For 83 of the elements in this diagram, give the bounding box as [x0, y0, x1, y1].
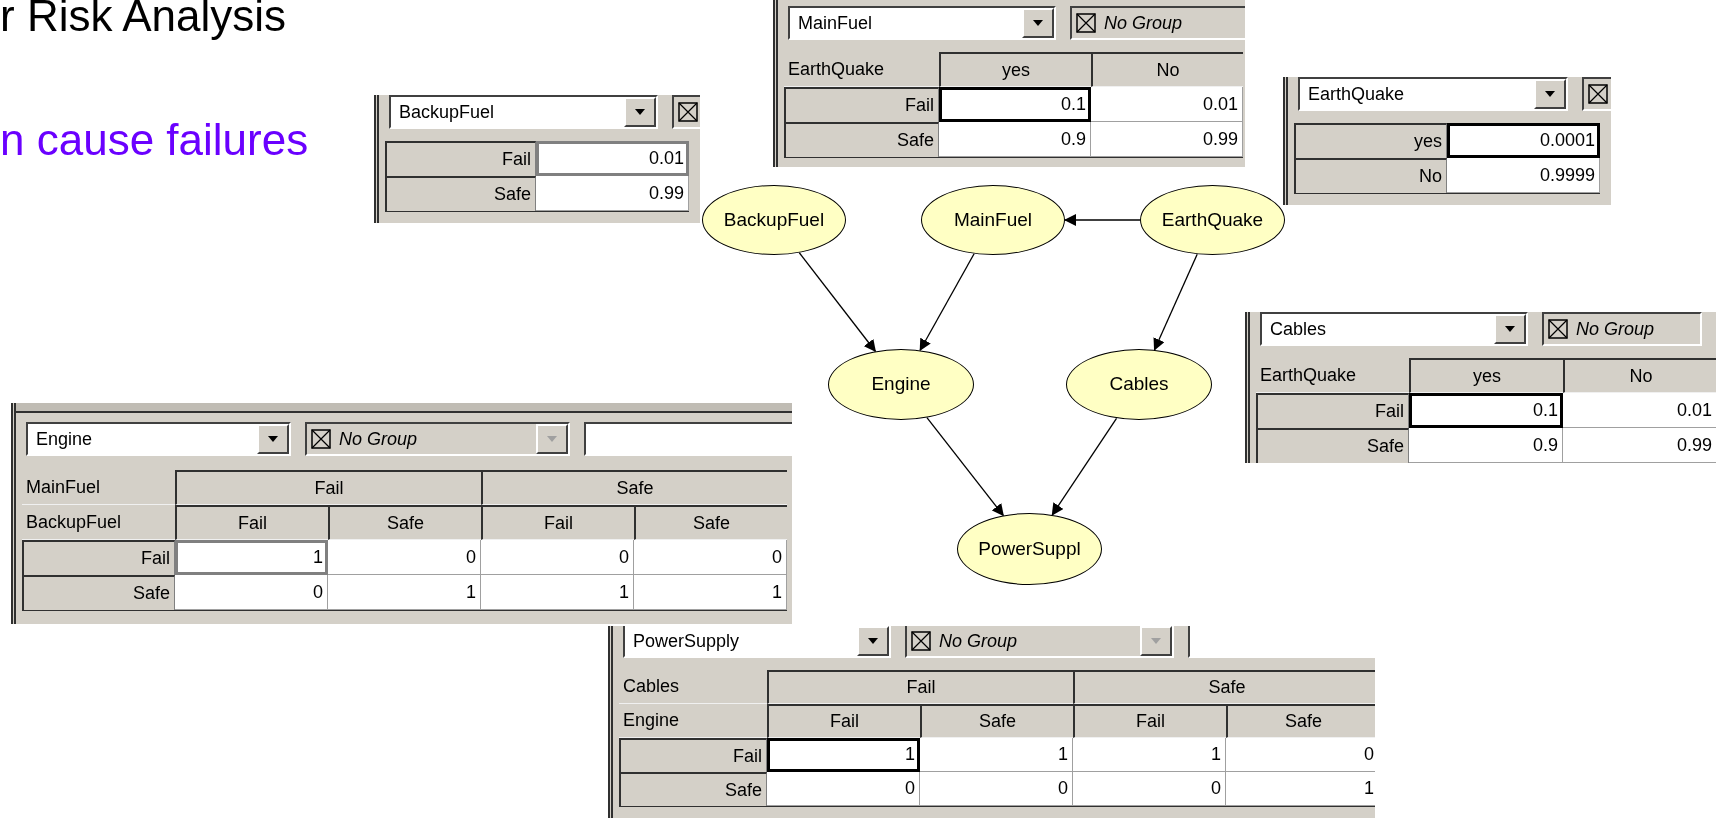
table-panel — [374, 95, 700, 223]
table-cell: 0.01 — [1563, 393, 1716, 428]
table-panel — [773, 0, 1245, 167]
group-dropdown: No Group — [905, 626, 1174, 658]
dropdown-field: PowerSupply — [623, 626, 891, 658]
column-header: yes — [939, 52, 1091, 87]
row-header: Fail — [784, 87, 939, 122]
dropdown-field: Cables — [1260, 312, 1528, 346]
table-panel — [608, 626, 1375, 818]
row-header: Safe — [22, 575, 175, 610]
table-cell: 0.9 — [939, 122, 1091, 157]
table-panel — [1245, 312, 1716, 463]
column-header: Safe — [634, 505, 787, 540]
table-cell: 1 — [1073, 738, 1226, 772]
row-header: Safe — [619, 772, 767, 806]
dropdown-field: EarthQuake — [1298, 77, 1568, 111]
table-cell: 0.1 — [939, 87, 1091, 122]
node-ellipse: BackupFuel — [702, 185, 846, 255]
column-header: Fail — [481, 505, 634, 540]
table-cell: 0 — [1226, 738, 1375, 772]
arrow — [1064, 214, 1141, 226]
table-cell: 0 — [175, 575, 328, 610]
group-dropdown: No Group — [1542, 312, 1702, 346]
column-header: No — [1563, 358, 1716, 393]
table-cell: 1 — [920, 738, 1073, 772]
group-dropdown: No Group — [1070, 6, 1245, 40]
row-header: Fail — [1256, 393, 1409, 428]
arrow — [1153, 253, 1198, 351]
table-cell: 0 — [920, 772, 1073, 806]
table-cell: 0.99 — [1563, 428, 1716, 463]
column-header: Safe — [1226, 704, 1375, 738]
dropdown-field: BackupFuel — [389, 95, 658, 129]
column-header: yes — [1409, 358, 1563, 393]
column-header: Fail — [767, 704, 920, 738]
node-ellipse: Engine — [828, 349, 974, 420]
node-ellipse: Cables — [1066, 349, 1212, 420]
table-cell: 0.9999 — [1447, 158, 1600, 193]
table-cell: 1 — [634, 575, 787, 610]
table-cell: 0 — [1073, 772, 1226, 806]
column-header: No — [1091, 52, 1243, 87]
table-cell: 0 — [481, 540, 634, 575]
table-cell: 0.01 — [536, 141, 689, 176]
group-dropdown: No Group — [305, 422, 570, 456]
arrow — [926, 417, 1004, 517]
row-header: Fail — [22, 540, 175, 575]
column-header: Safe — [1073, 670, 1375, 704]
table-cell: 1 — [767, 738, 920, 772]
column-header: Safe — [481, 470, 787, 505]
column-header: Safe — [920, 704, 1073, 738]
row-header: Fail — [385, 141, 536, 176]
column-header: Fail — [175, 470, 481, 505]
table-cell: 1 — [175, 540, 328, 575]
table-panel — [1283, 77, 1611, 205]
table-panel — [11, 403, 792, 624]
dropdown-field: MainFuel — [788, 6, 1056, 40]
row-header: yes — [1294, 123, 1447, 158]
row-header: Safe — [784, 122, 939, 157]
row-header: Safe — [385, 176, 536, 211]
table-cell: 0.99 — [536, 176, 689, 211]
column-header: Fail — [1073, 704, 1226, 738]
row-header: Fail — [619, 738, 767, 772]
table-cell: 0.01 — [1091, 87, 1243, 122]
table-cell: 0.1 — [1409, 393, 1563, 428]
table-cell: 1 — [1226, 772, 1375, 806]
table-cell: 0 — [767, 772, 920, 806]
column-header: Fail — [767, 670, 1073, 704]
row-header: No — [1294, 158, 1447, 193]
node-ellipse: MainFuel — [921, 185, 1065, 255]
column-header: Safe — [328, 505, 481, 540]
table-cell: 0 — [634, 540, 787, 575]
column-header: Fail — [175, 505, 328, 540]
table-cell: 0.99 — [1091, 122, 1243, 157]
node-ellipse: PowerSuppl — [957, 513, 1102, 585]
dropdown-field: Engine — [26, 422, 291, 456]
node-ellipse: EarthQuake — [1140, 185, 1285, 255]
table-cell: 0.9 — [1409, 428, 1563, 463]
table-cell: 0 — [328, 540, 481, 575]
row-header: Safe — [1256, 428, 1409, 463]
table-cell: 0.0001 — [1447, 123, 1600, 158]
table-cell: 1 — [481, 575, 634, 610]
slide-text: n cause failures — [0, 114, 309, 166]
table-cell: 1 — [328, 575, 481, 610]
arrow — [798, 252, 876, 353]
